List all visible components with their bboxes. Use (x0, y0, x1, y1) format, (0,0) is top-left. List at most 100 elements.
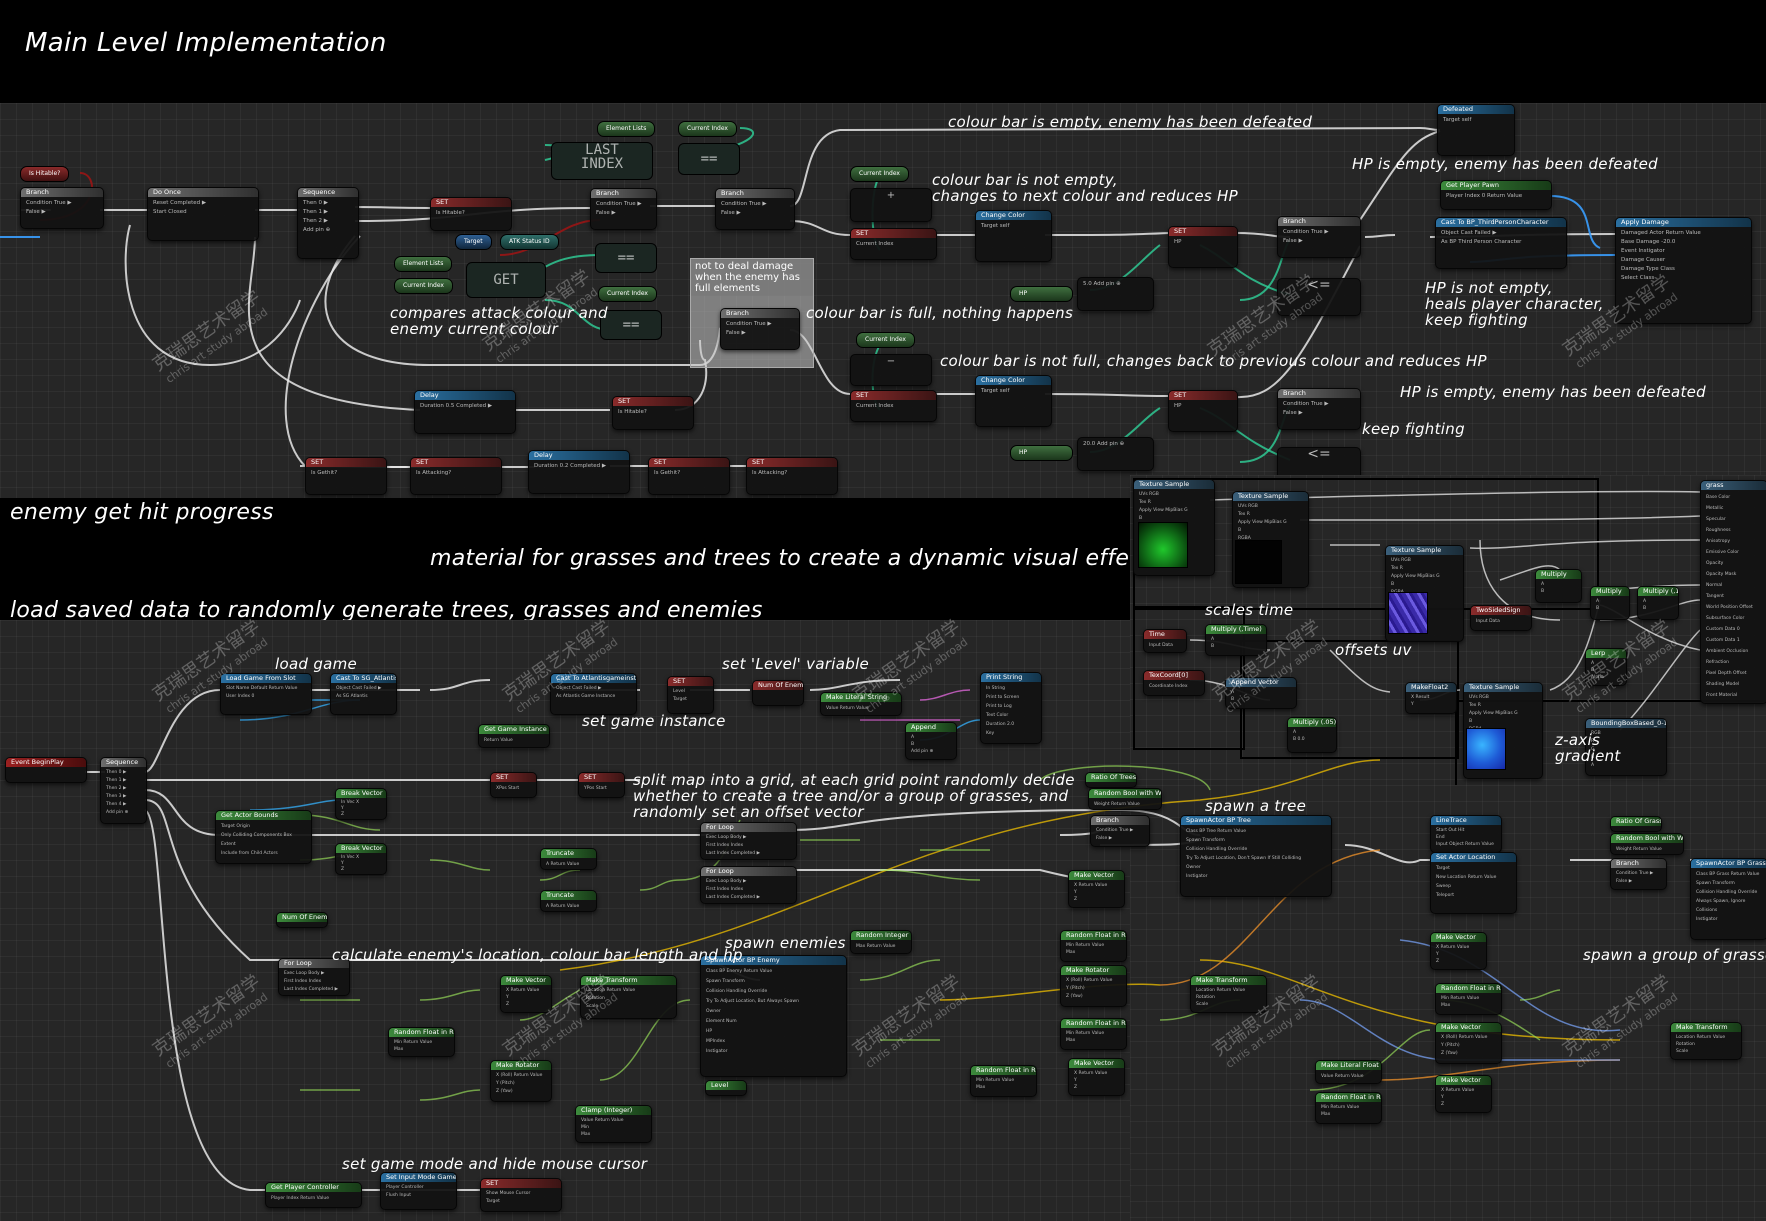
get-array-node[interactable]: GET (466, 262, 546, 298)
lerp-node[interactable]: Lerp A B Alpha (1585, 648, 1627, 686)
atk-status-id-var[interactable]: ATK Status ID (500, 234, 559, 250)
bounding-box-uvw-node[interactable]: BoundingBoxBased_0-1_UVW RGB R G B A (1585, 718, 1667, 776)
branch-node-2[interactable]: Branch Condition True ▶ False ▶ (590, 188, 657, 230)
time-node[interactable]: Time Input Data (1143, 629, 1187, 653)
make-vector-node-enemy[interactable]: Make Vector X Return Value Y Z (500, 975, 552, 1013)
spawn-enemy-node[interactable]: SpawnActor BP Enemy Class BP Enemy Retur… (700, 955, 847, 1077)
random-float-node-3[interactable]: Random Float in Range Min Return Value M… (970, 1065, 1037, 1097)
less-equal-node-1[interactable]: <= (1277, 278, 1361, 316)
current-index-var-3[interactable]: Current Index (598, 286, 657, 302)
clamp-int-node[interactable]: Clamp (Integer) Value Return Value Min M… (575, 1105, 652, 1143)
material-output-node[interactable]: grass Base Color Metallic Specular Rough… (1700, 480, 1766, 704)
ratio-of-trees-var[interactable]: Ratio Of Trees (1085, 772, 1137, 788)
hp-var-1[interactable]: HP (1010, 286, 1073, 302)
two-sided-sign-node[interactable]: TwoSidedSign Input Data (1470, 605, 1532, 631)
texcoord-node[interactable]: TexCoord[0] Coordinate Index (1143, 670, 1205, 696)
set-xpos-node[interactable]: SET XPos Start (490, 772, 537, 798)
truncate-node-1[interactable]: Truncate A Return Value (540, 848, 597, 870)
equals-node-3[interactable]: == (600, 310, 662, 340)
subtract-node-3[interactable]: 20.0 Add pin ⊕ (1077, 437, 1154, 471)
set-input-mode-node[interactable]: Set Input Mode Game Only Player Controll… (380, 1172, 457, 1210)
is-hitable-var[interactable]: Is Hitable? (20, 166, 70, 182)
multiply-node-5[interactable]: Multiply (,1) A B (1637, 586, 1679, 620)
cast-to-save-node[interactable]: Cast To SG_Atlantis Object Cast Failed ▶… (330, 673, 397, 715)
set-hp-node-2[interactable]: SET HP (1168, 390, 1238, 432)
defeated-node[interactable]: Defeated Target self (1437, 104, 1515, 156)
set-is-attacking-node[interactable]: SET Is Attacking? (410, 457, 502, 495)
spawn-tree-node[interactable]: SpawnActor BP Tree Class BP Tree Return … (1180, 815, 1332, 897)
event-begin-play-node[interactable]: Event BeginPlay (5, 757, 87, 783)
cast-third-person-node[interactable]: Cast To BP_ThirdPersonCharacter Object C… (1435, 217, 1567, 269)
subtract-node-2[interactable]: − (850, 354, 932, 386)
multiply-node-4[interactable]: Multiply A B (1590, 586, 1630, 620)
blueprint-graph-level-gen[interactable] (0, 620, 1130, 1221)
make-vector-node-4[interactable]: Make Vector X Return Value Y Z (1435, 1075, 1492, 1113)
break-vector-node-2[interactable]: Break Vector In Vec X Y Z (335, 843, 387, 875)
element-lists-var-2[interactable]: Element Lists (394, 256, 453, 272)
set-is-gethit-node[interactable]: SET Is Gethit? (305, 457, 387, 495)
apply-damage-node[interactable]: Apply Damage Damaged Actor Return Value … (1615, 217, 1752, 324)
equals-node-2[interactable]: == (595, 243, 657, 273)
add-node-1[interactable]: + (850, 188, 932, 222)
branch-node[interactable]: Branch Condition True ▶ False ▶ (20, 187, 104, 229)
cast-to-instance-node[interactable]: Cast To Atlantisgameinstance Object Cast… (550, 673, 637, 715)
branch-grass-node[interactable]: Branch Condition True ▶ False ▶ (1610, 858, 1667, 890)
set-ypos-node[interactable]: SET YPos Start (578, 772, 625, 798)
make-rotator-node[interactable]: Make Rotator X (Roll) Return Value Y (Pi… (1060, 965, 1127, 1007)
make-literal-float-node[interactable]: Make Literal Float Value Return Value (1315, 1060, 1382, 1084)
random-float-node-1[interactable]: Random Float in Range Min Return Value M… (1060, 930, 1127, 962)
spawn-grass-node[interactable]: SpawnActor BP Grass Class BP Grass Retur… (1690, 858, 1766, 940)
set-current-index-node-2[interactable]: SET Current Index (850, 390, 937, 422)
subtract-node-1[interactable]: 5.0 Add pin ⊕ (1077, 277, 1154, 311)
get-player-controller-node[interactable]: Get Player Controller Player Index Retur… (265, 1182, 362, 1208)
branch-node-5[interactable]: Branch Condition True ▶ False ▶ (1277, 388, 1361, 430)
get-game-instance-node[interactable]: Get Game Instance Return Value (478, 724, 550, 748)
level-var[interactable]: Level (705, 1080, 747, 1096)
get-actor-bounds-node[interactable]: Get Actor Bounds Target Origin Only Coll… (215, 810, 312, 864)
branch-node-3[interactable]: Branch Condition True ▶ False ▶ (715, 188, 795, 230)
random-bool-weight-node-2[interactable]: Random Bool with Weight Weight Return Va… (1610, 833, 1684, 855)
random-vector-node[interactable]: Make Vector X (Roll) Return Value Y (Pit… (1435, 1022, 1502, 1064)
current-index-var-2[interactable]: Current Index (394, 278, 453, 294)
truncate-node-2[interactable]: Truncate A Return Value (540, 890, 597, 912)
get-player-pawn-node[interactable]: Get Player Pawn Player Index 0 Return Va… (1440, 180, 1552, 210)
ratio-of-grass-var[interactable]: Ratio Of Grass (1610, 816, 1662, 832)
append-node[interactable]: Append A B Add pin ⊕ (905, 722, 957, 760)
for-loop-node-3[interactable]: For Loop Exec Loop Body ▶ First Index In… (278, 958, 350, 996)
make-vector-node-2[interactable]: Make Vector X Return Value Y Z (1068, 1058, 1125, 1096)
set-level-node[interactable]: SET Level Target (667, 676, 714, 714)
element-lists-var[interactable]: Element Lists (597, 121, 656, 137)
print-string-node[interactable]: Print String In String Print to Screen P… (980, 672, 1042, 744)
set-is-gethit-node-2[interactable]: SET Is Gethit? (648, 457, 730, 495)
set-show-mouse-cursor-node[interactable]: SET Show Mouse Cursor Target (480, 1178, 562, 1212)
change-color-node-1[interactable]: Change Color Target self (975, 210, 1052, 262)
target-var[interactable]: Target (455, 234, 492, 250)
multiply-time-node[interactable]: Multiply (,Time) A B (1205, 624, 1267, 656)
make-transform-node-1[interactable]: Make Transform Location Return Value Rot… (1190, 975, 1267, 1013)
do-once-node[interactable]: Do Once Reset Completed ▶ Start Closed (147, 187, 259, 241)
last-index-node[interactable]: LAST INDEX (551, 142, 653, 180)
set-is-hitable-node-2[interactable]: SET Is Hitable? (612, 396, 694, 430)
random-float-node-4[interactable]: Random Float in Range Min Return Value M… (1435, 983, 1502, 1015)
makefloat2-node[interactable]: MakeFloat2 X Result Y (1405, 682, 1457, 714)
make-vector-node-1[interactable]: Make Vector X Return Value Y Z (1068, 870, 1125, 908)
set-hp-node-1[interactable]: SET HP (1168, 226, 1238, 268)
branch-node-box[interactable]: Branch Condition True ▶ False ▶ (720, 308, 800, 350)
random-bool-weight-node[interactable]: Random Bool with Weight Weight Return Va… (1088, 788, 1162, 810)
branch-node-4[interactable]: Branch Condition True ▶ False ▶ (1277, 216, 1361, 258)
load-game-node[interactable]: Load Game From Slot Slot Name Default Re… (220, 673, 312, 715)
change-color-node-2[interactable]: Change Color Target self (975, 375, 1052, 427)
for-loop-node-2[interactable]: For Loop Exec Loop Body ▶ First Index In… (700, 866, 797, 904)
num-enemies-var[interactable]: Num Of Enemies (276, 912, 328, 928)
random-integer-node[interactable]: Random Integer Max Return Value (850, 930, 912, 954)
make-transform-node-3[interactable]: Make Transform Location Return Value Rot… (580, 975, 677, 1019)
equals-node-1[interactable]: == (678, 143, 740, 175)
sequence-node[interactable]: Sequence Then 0 ▶ Then 1 ▶ Then 2 ▶ Add … (297, 187, 359, 259)
multiply-node-3[interactable]: Multiply A B (1535, 569, 1582, 603)
multiply-node-2[interactable]: Multiply (.05) A B 0.0 (1287, 717, 1337, 753)
make-literal-string-node[interactable]: Make Literal String Value Return Value (820, 692, 902, 716)
current-index-var[interactable]: Current Index (678, 121, 737, 137)
branch-tree-node[interactable]: Branch Condition True ▶ False ▶ (1090, 815, 1150, 847)
for-loop-node-1[interactable]: For Loop Exec Loop Body ▶ First Index In… (700, 822, 797, 860)
set-num-enemies-node[interactable]: Num Of Enemies (752, 680, 804, 706)
